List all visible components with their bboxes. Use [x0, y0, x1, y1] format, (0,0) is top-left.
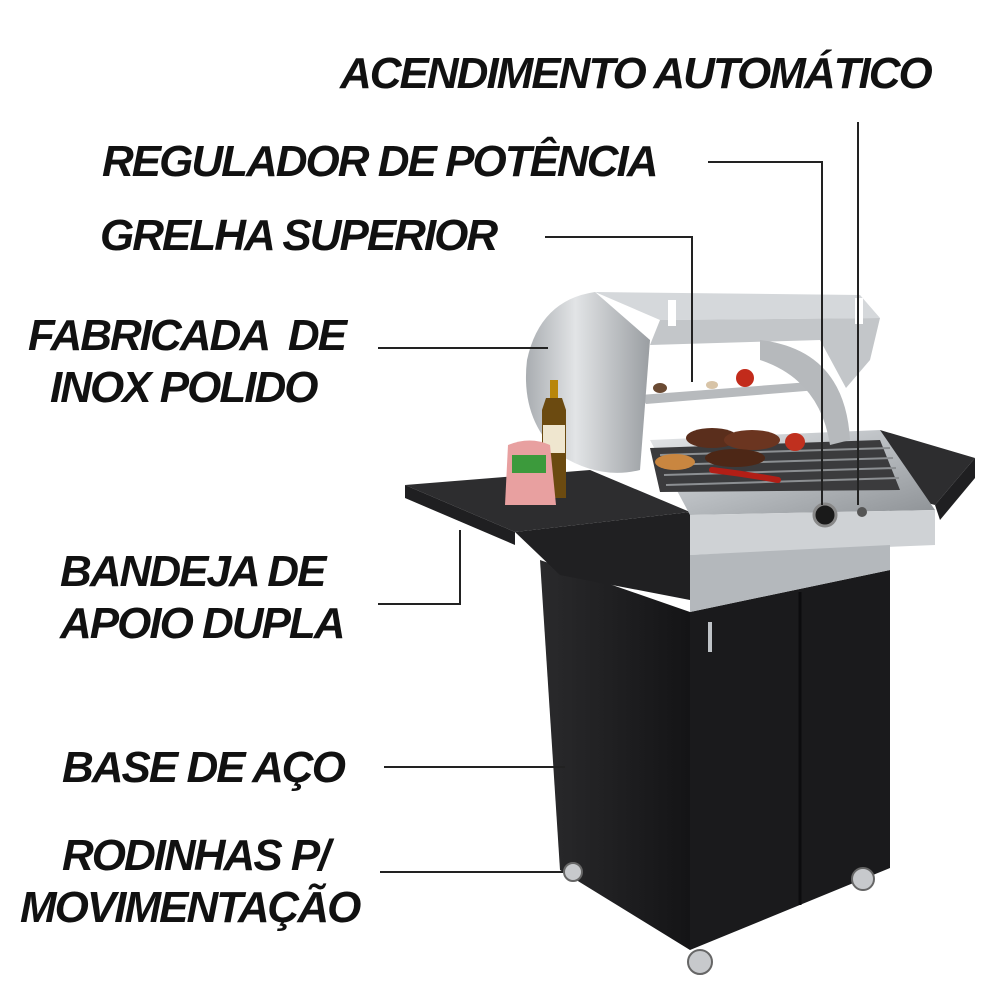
steel-base-cabinet — [540, 560, 890, 950]
leader-line-grelha — [545, 236, 693, 382]
upper-rack — [640, 369, 818, 404]
callout-bandeja-line-1: BANDEJA DE — [60, 547, 326, 596]
callout-grelha-text: GRELHA SUPERIOR — [100, 211, 498, 260]
callout-rodinhas-line-2: MOVIMENTAÇÃO — [20, 883, 361, 932]
callout-base-text: BASE DE AÇO — [62, 743, 346, 792]
leader-line-regulador — [708, 161, 823, 505]
callout-rodinhas-line-1: RODINHAS P/ — [62, 831, 330, 880]
callout-grelha: GRELHA SUPERIOR — [100, 210, 498, 262]
caster-wheels — [563, 862, 875, 975]
firebox — [650, 430, 935, 612]
callout-rodinhas: RODINHAS P/ MOVIMENTAÇÃO — [20, 830, 361, 934]
callout-acendimento-text: ACENDIMENTO AUTOMÁTICO — [340, 49, 933, 98]
callout-inox-line-1: FABRICADA DE — [28, 311, 347, 360]
callout-regulador-text: REGULADOR DE POTÊNCIA — [102, 137, 658, 186]
salt-package — [505, 440, 556, 505]
control-knob — [812, 502, 867, 528]
callout-inox: FABRICADA DE INOX POLIDO — [28, 310, 347, 414]
callout-regulador: REGULADOR DE POTÊNCIA — [102, 136, 658, 188]
leader-line-bandeja — [378, 530, 461, 605]
callout-bandeja-line-2: APOIO DUPLA — [60, 599, 346, 648]
callout-acendimento: ACENDIMENTO AUTOMÁTICO — [340, 48, 933, 100]
callout-base: BASE DE AÇO — [62, 742, 346, 794]
leader-lines — [378, 122, 859, 873]
grilled-food — [655, 428, 805, 483]
callout-bandeja: BANDEJA DE APOIO DUPLA — [60, 546, 346, 650]
callout-inox-line-2: INOX POLIDO — [50, 363, 318, 412]
